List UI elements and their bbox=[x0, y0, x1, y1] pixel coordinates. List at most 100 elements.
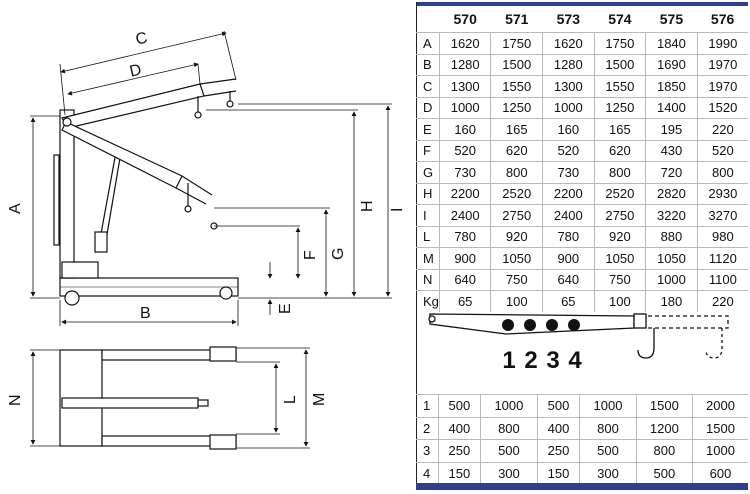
row-key: E bbox=[416, 118, 440, 140]
model-header-row: 570 571 573 574 575 576 bbox=[416, 6, 748, 33]
label-l: L bbox=[282, 395, 299, 404]
value-cell: 2000 bbox=[692, 394, 748, 417]
crane-drawing: C D A B E F G H I N L M bbox=[7, 30, 406, 450]
label-i: I bbox=[389, 208, 406, 212]
row-key: N bbox=[416, 268, 440, 291]
value-cell: 2400 bbox=[438, 204, 491, 226]
value-cell: 800 bbox=[635, 439, 693, 462]
value-cell: 620 bbox=[593, 139, 646, 162]
row-key: A bbox=[416, 32, 440, 54]
value-cell: 1280 bbox=[542, 53, 595, 76]
row-key: 2 bbox=[416, 416, 438, 440]
value-cell: 500 bbox=[437, 394, 481, 417]
value-cell: 720 bbox=[645, 161, 698, 183]
value-cell: 400 bbox=[536, 416, 580, 440]
label-d: D bbox=[128, 62, 143, 81]
value-cell: 800 bbox=[593, 161, 646, 183]
value-cell: 1500 bbox=[593, 53, 646, 76]
rear-wheel-icon bbox=[219, 286, 233, 300]
value-cell: 1850 bbox=[645, 75, 698, 97]
value-cell: 300 bbox=[480, 461, 538, 484]
row-key: D bbox=[416, 96, 440, 119]
value-cell: 180 bbox=[645, 290, 698, 312]
value-cell: 1500 bbox=[692, 416, 748, 440]
value-cell: 1250 bbox=[593, 96, 646, 119]
model-header: 575 bbox=[659, 11, 684, 27]
value-cell: 980 bbox=[696, 225, 748, 248]
value-cell: 500 bbox=[536, 394, 580, 417]
value-cell: 1620 bbox=[438, 32, 491, 54]
value-cell: 160 bbox=[438, 118, 491, 140]
value-cell: 1250 bbox=[490, 96, 543, 119]
value-cell: 900 bbox=[438, 247, 491, 269]
row-key: 4 bbox=[416, 461, 438, 484]
value-cell: 1750 bbox=[490, 32, 543, 54]
value-cell: 160 bbox=[542, 118, 595, 140]
value-cell: 65 bbox=[438, 290, 491, 312]
dimension-letters: C D A B E F G H I N L M bbox=[7, 30, 406, 406]
value-cell: 100 bbox=[593, 290, 646, 312]
value-cell: 1300 bbox=[438, 75, 491, 97]
model-header: 576 bbox=[710, 11, 735, 27]
value-cell: 500 bbox=[635, 461, 693, 484]
value-cell: 920 bbox=[593, 225, 646, 248]
value-cell: 1840 bbox=[645, 32, 698, 54]
value-cell: 900 bbox=[542, 247, 595, 269]
boom-position-dots bbox=[502, 319, 580, 331]
label-n: N bbox=[7, 394, 24, 406]
front-wheel-icon bbox=[64, 290, 80, 306]
value-cell: 1050 bbox=[645, 247, 698, 269]
value-cell: 750 bbox=[490, 268, 543, 291]
value-cell: 2750 bbox=[593, 204, 646, 226]
hook-lower-icon bbox=[184, 205, 192, 213]
value-cell: 1000 bbox=[542, 96, 595, 119]
value-cell: 2930 bbox=[696, 182, 748, 205]
value-cell: 100 bbox=[490, 290, 543, 312]
side-dimensions bbox=[30, 30, 392, 326]
value-cell: 750 bbox=[593, 268, 646, 291]
value-cell: 600 bbox=[692, 461, 748, 484]
value-cell: 2200 bbox=[438, 182, 491, 205]
value-cell: 1550 bbox=[593, 75, 646, 97]
value-cell: 620 bbox=[490, 139, 543, 162]
row-key: B bbox=[416, 53, 440, 76]
value-cell: 165 bbox=[593, 118, 646, 140]
value-cell: 2520 bbox=[490, 182, 543, 205]
value-cell: 500 bbox=[579, 439, 637, 462]
hook-upper-icon bbox=[194, 111, 202, 119]
value-cell: 2750 bbox=[490, 204, 543, 226]
row-key: 3 bbox=[416, 439, 438, 462]
value-cell: 1500 bbox=[635, 394, 693, 417]
value-cell: 195 bbox=[645, 118, 698, 140]
boom-position-label: 4 bbox=[568, 347, 582, 374]
value-cell: 640 bbox=[438, 268, 491, 291]
row-key: C bbox=[416, 75, 440, 97]
value-cell: 430 bbox=[645, 139, 698, 162]
spec-bottom-bar bbox=[416, 483, 748, 490]
value-cell: 150 bbox=[536, 461, 580, 484]
value-cell: 1300 bbox=[542, 75, 595, 97]
value-cell: 500 bbox=[480, 439, 538, 462]
value-cell: 65 bbox=[542, 290, 595, 312]
value-cell: 640 bbox=[542, 268, 595, 291]
value-cell: 2400 bbox=[542, 204, 595, 226]
value-cell: 165 bbox=[490, 118, 543, 140]
spec-top-bar bbox=[416, 2, 748, 6]
value-cell: 520 bbox=[438, 139, 491, 162]
value-cell: 1120 bbox=[696, 247, 748, 269]
boom-position-label: 2 bbox=[524, 347, 537, 374]
value-cell: 730 bbox=[542, 161, 595, 183]
label-g: G bbox=[330, 248, 347, 260]
